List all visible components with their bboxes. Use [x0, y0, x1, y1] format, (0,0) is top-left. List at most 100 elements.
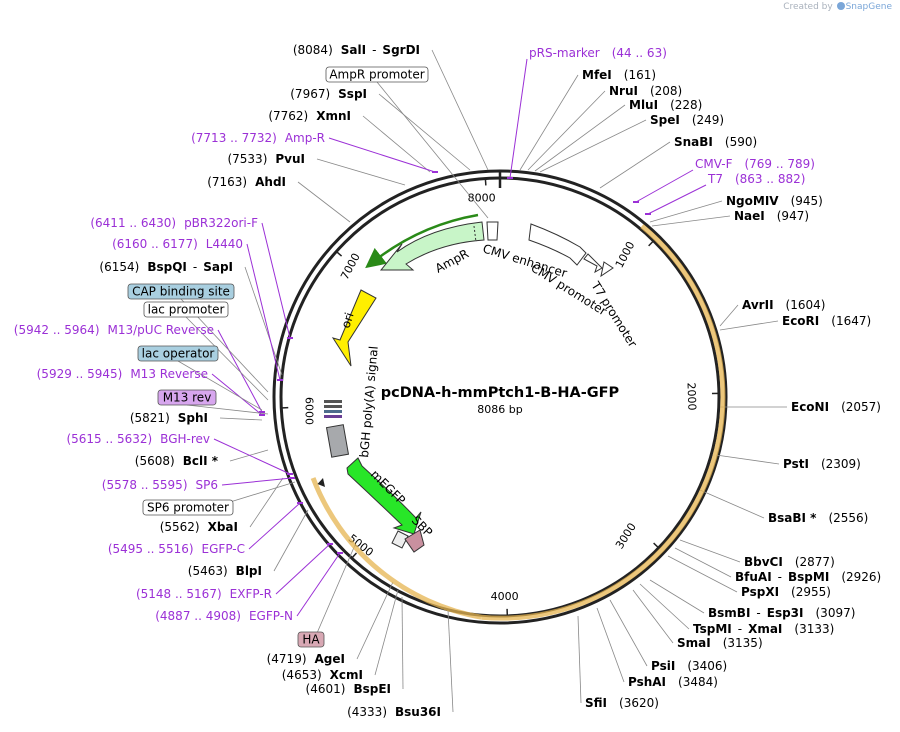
leader-line	[211, 373, 263, 416]
leader-line	[249, 477, 284, 528]
leader-line	[635, 169, 694, 203]
primer-left: (5148 .. 5167)EXFP-R	[136, 587, 272, 601]
enzyme-position: (4601)	[306, 682, 346, 696]
enzyme-position: (4719)	[267, 652, 307, 666]
primer-left: (5495 .. 5516)EGFP-C	[108, 542, 245, 556]
bgh-polya-label: bGH poly(A) signal	[357, 345, 381, 458]
leader-lines	[177, 49, 787, 713]
leader-line	[719, 304, 739, 327]
ampr-label: AmpR	[433, 246, 471, 275]
leader-line	[261, 222, 291, 339]
feature-box-label: HA	[302, 633, 320, 647]
leader-line	[213, 438, 291, 475]
primer-name: EGFP-C	[202, 542, 245, 556]
enzyme-separator: -	[756, 606, 760, 620]
feature-box-label: M13 rev	[163, 391, 212, 405]
leader-line	[534, 104, 626, 172]
enzyme-name: BlpI	[236, 564, 262, 578]
primer-name: L4440	[206, 237, 243, 251]
primer-left: (6160 .. 6177)L4440	[112, 237, 243, 251]
enzyme-position: (7533)	[227, 152, 267, 166]
leader-line	[246, 243, 281, 381]
enzyme-position: (208)	[650, 84, 682, 98]
enzyme-name: BsaBI *	[768, 511, 817, 525]
primer-name: CMV-F	[695, 157, 733, 171]
enzyme-name: BbvCI	[744, 555, 783, 569]
leader-line	[649, 200, 723, 223]
primer-name: EXFP-R	[230, 587, 272, 601]
enzyme-site-left: (7163)AhdI	[207, 175, 286, 189]
enzyme-position: (2877)	[795, 555, 835, 569]
enzyme-name: Bsu36I	[395, 705, 441, 719]
primer-left: (7713 .. 7732) Amp-R	[191, 131, 325, 145]
enzyme-position: (7762)	[268, 109, 308, 123]
enzyme-site-right: MfeI(161)	[582, 68, 656, 82]
leader-line	[509, 58, 528, 179]
enzyme-name: XmnI	[316, 109, 351, 123]
leader-line	[221, 477, 293, 486]
feature-box-label: lac operator	[142, 347, 215, 361]
tick-mark	[484, 177, 487, 186]
leader-line	[362, 115, 431, 173]
leader-line	[577, 615, 582, 704]
enzyme-site-right: SfiI(3620)	[585, 696, 659, 710]
enzyme-position: (1604)	[786, 298, 826, 312]
primer-left: (5942 .. 5964)M13/pUC Reverse	[14, 323, 214, 337]
bgh-polya-feature	[325, 424, 350, 458]
feature-box	[142, 499, 234, 516]
enzyme-site-right: EcoRI(1647)	[782, 314, 871, 328]
enzyme-site-right: PspXI(2955)	[741, 585, 831, 599]
primer-range: (863 .. 882)	[735, 172, 805, 186]
enzyme-name: SapI	[203, 260, 233, 274]
enzyme-position: (3135)	[723, 636, 763, 650]
enzyme-position: (590)	[725, 135, 757, 149]
primer-range: (7713 .. 7732)	[191, 131, 277, 145]
primer-range: (5615 .. 5632)	[66, 432, 152, 446]
enzyme-site-left: (5821)SphI	[130, 411, 208, 425]
enzyme-name: EcoRI	[782, 314, 819, 328]
primer-range: (5578 .. 5595)	[102, 478, 188, 492]
sbp-feature	[404, 529, 425, 553]
enzyme-name: SphI	[178, 411, 208, 425]
feature-box	[127, 283, 235, 300]
enzyme-name: PstI	[783, 457, 809, 471]
enzyme-name: PsiI	[651, 659, 675, 673]
primer-name: BGH-rev	[160, 432, 210, 446]
feature-box	[325, 66, 429, 83]
ampr-orf-arrow	[365, 213, 479, 269]
feature-box	[157, 389, 217, 406]
orf-arc-arrowhead	[317, 478, 325, 487]
tick-label: 3000	[613, 521, 639, 552]
leader-line	[667, 555, 738, 593]
enzyme-site-left: (4719)AgeI	[267, 652, 345, 666]
leader-line	[599, 141, 671, 189]
feature-box-label: CAP binding site	[132, 285, 230, 299]
enzyme-position: (3097)	[816, 606, 856, 620]
feature-box-label: SP6 promoter	[147, 501, 229, 515]
enzyme-name: BfuAI	[735, 570, 772, 584]
primer-left: (4887 .. 4908)EGFP-N	[155, 609, 293, 623]
enzyme-separator: -	[738, 622, 742, 636]
enzyme-site-right: NgoMIV(945)	[726, 194, 823, 208]
enzyme-site-right: BsmBI-Esp3I(3097)	[708, 606, 855, 620]
enzyme-position: (6154)	[99, 260, 139, 274]
enzyme-site-left: (7967)SspI	[290, 87, 367, 101]
leader-line	[177, 360, 263, 411]
leader-line	[273, 509, 309, 572]
t7-promoter-feature	[600, 261, 614, 278]
enzyme-position: (249)	[692, 113, 724, 127]
megfp-orf-stub	[391, 530, 409, 549]
leader-line	[185, 316, 269, 401]
leader-line	[356, 581, 394, 660]
primer-left: (5578 .. 5595)SP6	[102, 478, 218, 492]
lac-region-features	[324, 400, 342, 418]
leader-line	[639, 583, 690, 630]
primer-left: (5615 .. 5632) BGH-rev	[66, 432, 210, 446]
leader-line	[679, 539, 741, 563]
enzyme-site-right: BfuAI-BspMI(2926)	[735, 570, 881, 584]
tick-mark	[335, 250, 343, 257]
enzyme-name: XbaI	[208, 520, 238, 534]
feature-box-label: AmpR promoter	[329, 68, 424, 82]
primer-range: (6411 .. 6430)	[90, 216, 176, 230]
primer-name: Amp-R	[285, 131, 325, 145]
